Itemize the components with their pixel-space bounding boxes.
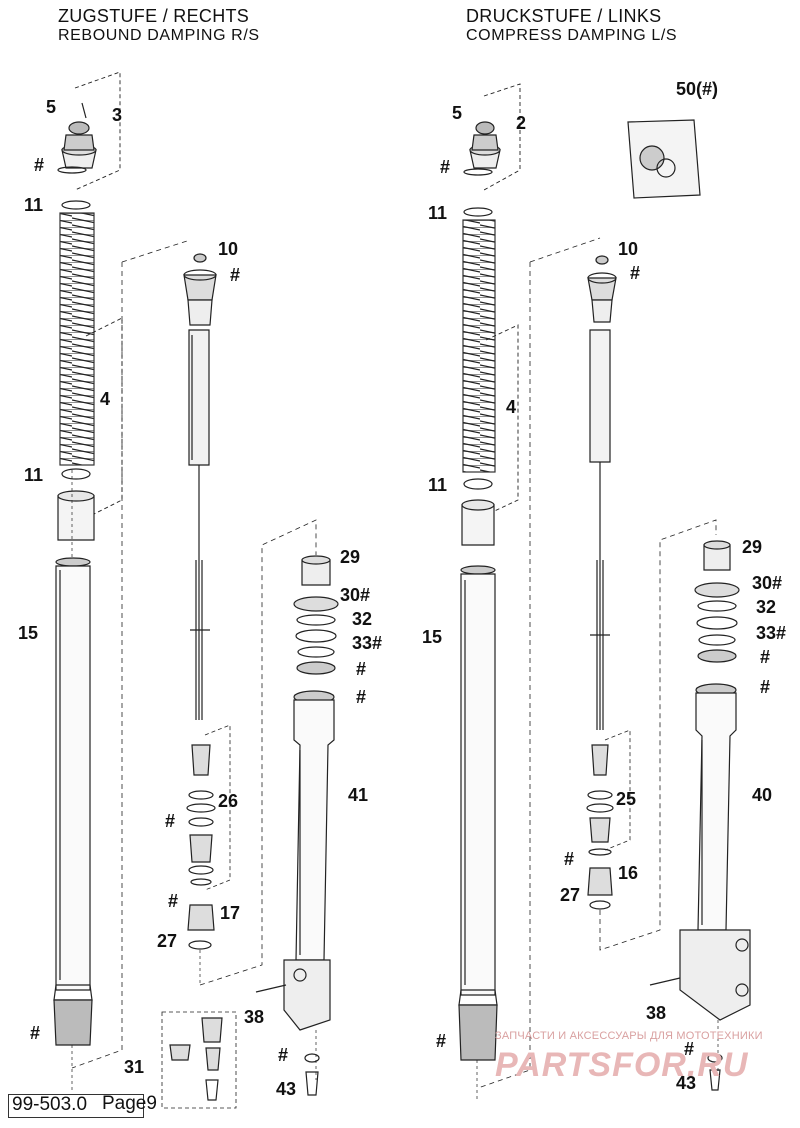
label-27-right: 27 xyxy=(560,885,581,905)
header-left: ZUGSTUFE / RECHTS REBOUND DAMPING R/S xyxy=(58,6,260,46)
header-right-subtitle: COMPRESS DAMPING L/S xyxy=(466,27,678,44)
footer: 99-503.0 Page9 xyxy=(8,1094,157,1118)
right-slider-40 xyxy=(649,683,751,1091)
left-part-31-kit xyxy=(161,1011,237,1109)
label-4-right: 4 xyxy=(506,397,517,417)
label-hash-a-right: # xyxy=(760,647,771,667)
footer-page: Page9 xyxy=(102,1093,157,1114)
label-32-right: 32 xyxy=(756,597,777,617)
label-11-top-left: 11 xyxy=(24,195,44,215)
watermark-brand: PARTSFOR.RU xyxy=(495,1046,749,1084)
label-38-left: 38 xyxy=(244,1007,265,1027)
label-38-right: 38 xyxy=(646,1003,667,1023)
label-30-left: 30# xyxy=(340,585,371,605)
label-31: 31 xyxy=(124,1057,145,1077)
right-washer-11-bottom xyxy=(463,478,493,490)
label-41: 41 xyxy=(348,785,369,805)
label-26: 26 xyxy=(218,791,239,811)
header-right: DRUCKSTUFE / LINKS COMPRESS DAMPING L/S xyxy=(466,6,677,46)
label-50: 50(#) xyxy=(676,79,719,99)
label-29-right: 29 xyxy=(742,537,763,557)
label-15-left: 15 xyxy=(18,623,39,643)
right-cartridge xyxy=(587,255,617,730)
label-40: 40 xyxy=(752,785,773,805)
header-right-title: DRUCKSTUFE / LINKS xyxy=(466,6,662,26)
label-11-top-right: 11 xyxy=(428,203,448,223)
left-washer-11-bottom xyxy=(61,468,91,480)
label-hash-b-left: # xyxy=(356,687,367,707)
label-11-bottom-left: 11 xyxy=(24,465,44,485)
label-11-bottom-right: 11 xyxy=(428,475,448,495)
label-hash-43-left: # xyxy=(278,1045,289,1065)
label-5-left: 5 xyxy=(46,97,57,117)
label-25: 25 xyxy=(616,789,637,809)
label-hash-10-left: # xyxy=(230,265,241,285)
left-valve-stack-26 xyxy=(186,744,216,886)
left-slider-41 xyxy=(255,690,335,1096)
right-washer-11-top xyxy=(463,207,493,217)
label-hash-tube-left: # xyxy=(30,1023,41,1043)
label-3: 3 xyxy=(112,105,123,125)
label-15-right: 15 xyxy=(422,627,443,647)
label-hash-cap-left: # xyxy=(34,155,45,175)
header-left-subtitle: REBOUND DAMPING R/S xyxy=(58,27,260,44)
label-2: 2 xyxy=(516,113,527,133)
watermark: ЗАПЧАСТИ И АКСЕССУАРЫ ДЛЯ МОТОТЕХНИКИ PA… xyxy=(495,1030,763,1085)
label-4-left: 4 xyxy=(100,389,111,409)
label-27-left: 27 xyxy=(157,931,178,951)
label-hash-43-right: # xyxy=(684,1039,695,1059)
label-hash-a-left: # xyxy=(356,659,367,679)
label-32-left: 32 xyxy=(352,609,373,629)
right-kit-bag-50 xyxy=(627,119,701,199)
right-cap-assembly xyxy=(463,121,501,176)
label-hash-10-right: # xyxy=(630,263,641,283)
label-30-right: 30# xyxy=(752,573,783,593)
label-10-right: 10 xyxy=(618,239,639,259)
left-spacer-tube xyxy=(57,495,95,541)
label-5-right: 5 xyxy=(452,103,463,123)
left-cartridge xyxy=(183,253,217,720)
left-cap-assembly xyxy=(57,102,97,174)
label-hash-16: # xyxy=(564,849,575,869)
label-hash-tube-right: # xyxy=(436,1031,447,1051)
right-seal-stack xyxy=(694,540,740,663)
right-outer-tube-15 xyxy=(458,565,498,1100)
label-hash-17: # xyxy=(168,891,179,911)
label-10-left: 10 xyxy=(218,239,239,259)
right-spacer-tube xyxy=(461,504,495,546)
header-left-title: ZUGSTUFE / RECHTS xyxy=(58,6,250,26)
left-spring xyxy=(59,212,95,466)
right-valve-stack-25 xyxy=(586,744,614,910)
label-29-left: 29 xyxy=(340,547,361,567)
label-17: 17 xyxy=(220,903,241,923)
footer-code: 99-503.0 xyxy=(8,1094,144,1118)
left-outer-tube-15 xyxy=(53,557,93,1090)
label-43-left: 43 xyxy=(276,1079,297,1099)
label-hash-cap-right: # xyxy=(440,157,451,177)
label-43-right: 43 xyxy=(676,1073,697,1093)
label-hash-26: # xyxy=(165,811,176,831)
right-spring xyxy=(462,219,496,473)
left-washer-11-top xyxy=(61,200,91,210)
label-hash-b-right: # xyxy=(760,677,771,697)
left-part-17 xyxy=(187,904,215,931)
watermark-tagline: ЗАПЧАСТИ И АКСЕССУАРЫ ДЛЯ МОТОТЕХНИКИ xyxy=(495,1030,763,1042)
left-seal-stack xyxy=(293,555,339,675)
label-33-right: 33# xyxy=(756,623,787,643)
label-16: 16 xyxy=(618,863,639,883)
label-33-left: 33# xyxy=(352,633,383,653)
